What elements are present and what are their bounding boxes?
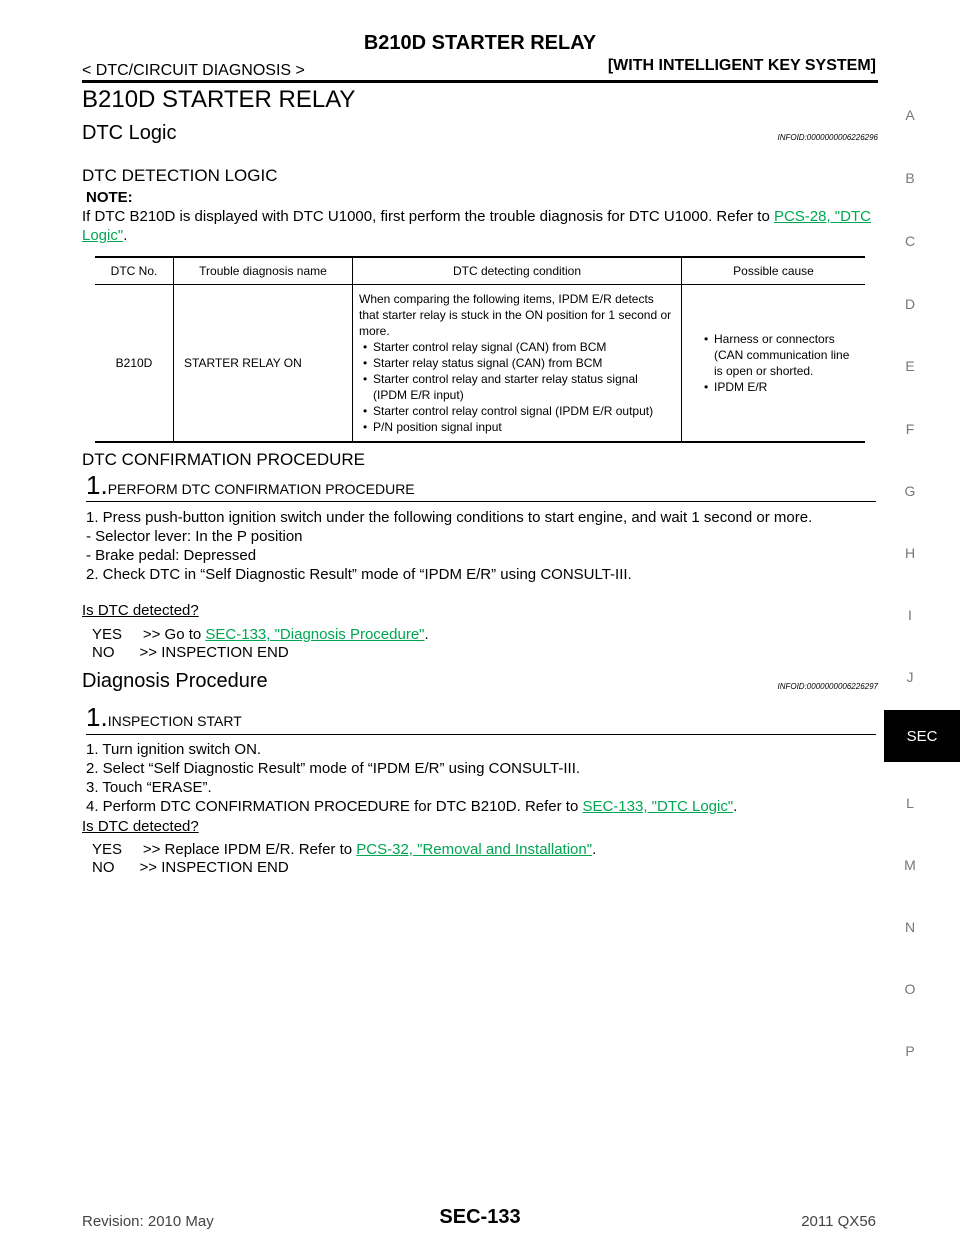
step-rule [86,501,876,502]
confirmation-item: 2. Check DTC in “Self Diagnostic Result”… [86,566,632,583]
side-index-i[interactable]: I [908,607,912,623]
confirmation-item: - Selector lever: In the P position [86,528,303,545]
diagnosis-item: 4. Perform DTC CONFIRMATION PROCEDURE fo… [86,797,878,816]
side-index-n[interactable]: N [904,919,916,935]
cause-item: IPDM E/R [704,379,859,395]
side-index-h[interactable]: H [904,545,916,561]
cell-trouble-name: STARTER RELAY ON [173,284,353,443]
diagnosis-question: Is DTC detected? [82,818,199,835]
diagnosis-no: NO >> INSPECTION END [92,859,289,876]
system-label: [WITH INTELLIGENT KEY SYSTEM] [607,57,876,74]
condition-item: Starter control relay and starter relay … [363,371,675,403]
condition-item: Starter control relay signal (CAN) from … [363,339,675,355]
note-text: If DTC B210D is displayed with DTC U1000… [82,207,882,245]
confirmation-yes: YES >> Go to SEC-133, "Diagnosis Procedu… [92,625,429,644]
item4-end: . [733,798,738,815]
note-end: . [123,227,128,244]
diagnosis-heading: Diagnosis Procedure [82,670,268,692]
removal-installation-link[interactable]: PCS-32, "Removal and Installation" [356,841,593,858]
table-row: B210D STARTER RELAY ON When comparing th… [95,284,865,443]
diagnosis-step: 1.INSPECTION START [86,702,242,733]
dtc-logic-link[interactable]: SEC-133, "DTC Logic" [582,798,734,815]
cell-dtc-no: B210D [95,284,174,443]
side-index-o[interactable]: O [904,981,916,997]
note-text-body: If DTC B210D is displayed with DTC U1000… [82,208,774,225]
diagnosis-steps: 1. Turn ignition switch ON. 2. Select “S… [86,740,878,816]
diagnosis-procedure-link[interactable]: SEC-133, "Diagnosis Procedure" [205,626,425,643]
side-index-m[interactable]: M [904,857,916,873]
page-title: B210D STARTER RELAY [82,86,356,113]
side-index-c[interactable]: C [904,233,916,249]
side-index-j[interactable]: J [906,669,914,685]
cause-list: Harness or connectors (CAN communication… [700,331,859,395]
note-link[interactable]: PCS-28, "DTC Logic" [82,208,871,244]
diagnosis-infoid: INFOID:0000000006226297 [777,682,878,691]
side-index-d[interactable]: D [904,296,916,312]
confirmation-item: - Brake pedal: Depressed [86,547,257,564]
cell-condition: When comparing the following items, IPDM… [352,284,682,443]
footer-page-number: SEC-133 [439,1206,521,1228]
col-trouble-name: Trouble diagnosis name [173,256,353,285]
dtc-logic-infoid: INFOID:0000000006226296 [777,133,878,142]
col-dtc-no: DTC No. [95,256,174,285]
step-title: PERFORM DTC CONFIRMATION PROCEDURE [107,481,415,497]
diagnosis-item: 1. Turn ignition switch ON. [86,741,262,758]
header-rule [82,80,878,83]
running-header-title: B210D STARTER RELAY [363,32,597,54]
footer-revision: Revision: 2010 May [82,1213,214,1230]
side-index-f[interactable]: F [905,421,915,437]
side-index-g[interactable]: G [904,483,916,499]
dtc-logic-heading: DTC Logic [82,122,177,144]
step-number: 1. [86,702,108,732]
item4-text: 4. Perform DTC CONFIRMATION PROCEDURE fo… [86,798,583,815]
diagnosis-yes: YES >> Replace IPDM E/R. Refer to PCS-32… [92,840,596,859]
yes-text: YES >> Go to [92,626,206,643]
side-index-b[interactable]: B [905,170,915,186]
step-rule [86,734,876,735]
step-number: 1. [86,470,108,500]
condition-item: P/N position signal input [363,419,675,435]
side-index-a[interactable]: A [905,107,915,123]
cell-possible-cause: Harness or connectors (CAN communication… [681,284,865,443]
diagnosis-item: 2. Select “Self Diagnostic Result” mode … [86,760,581,777]
confirmation-heading: DTC CONFIRMATION PROCEDURE [82,450,366,469]
cause-item: Harness or connectors (CAN communication… [704,331,859,379]
condition-intro: When comparing the following items, IPDM… [359,292,672,338]
breadcrumb: < DTC/CIRCUIT DIAGNOSIS > [82,62,305,79]
condition-item: Starter relay status signal (CAN) from B… [363,355,675,371]
condition-item: Starter control relay control signal (IP… [363,403,675,419]
confirmation-question: Is DTC detected? [82,602,199,619]
dtc-table: DTC No. Trouble diagnosis name DTC detec… [95,256,865,443]
diagnosis-item: 3. Touch “ERASE”. [86,779,212,796]
side-index-l[interactable]: L [906,795,914,811]
step-title: INSPECTION START [107,713,242,729]
side-tab-sec[interactable]: SEC [884,710,960,762]
footer-model: 2011 QX56 [801,1213,876,1230]
confirmation-no: NO >> INSPECTION END [92,644,289,661]
side-index-e[interactable]: E [905,358,915,374]
side-index-p[interactable]: P [905,1043,915,1059]
yes-end: . [592,841,597,858]
condition-list: Starter control relay signal (CAN) from … [359,339,675,435]
col-possible-cause: Possible cause [681,256,865,285]
dtc-detection-logic-heading: DTC DETECTION LOGIC [82,166,278,185]
confirmation-step: 1.PERFORM DTC CONFIRMATION PROCEDURE [86,470,415,501]
yes-end: . [424,626,429,643]
confirmation-item: 1. Press push-button ignition switch und… [86,509,813,526]
yes-text: YES >> Replace IPDM E/R. Refer to [92,841,357,858]
confirmation-steps: 1. Press push-button ignition switch und… [86,508,878,584]
col-condition: DTC detecting condition [352,256,682,285]
note-label: NOTE: [86,189,133,206]
